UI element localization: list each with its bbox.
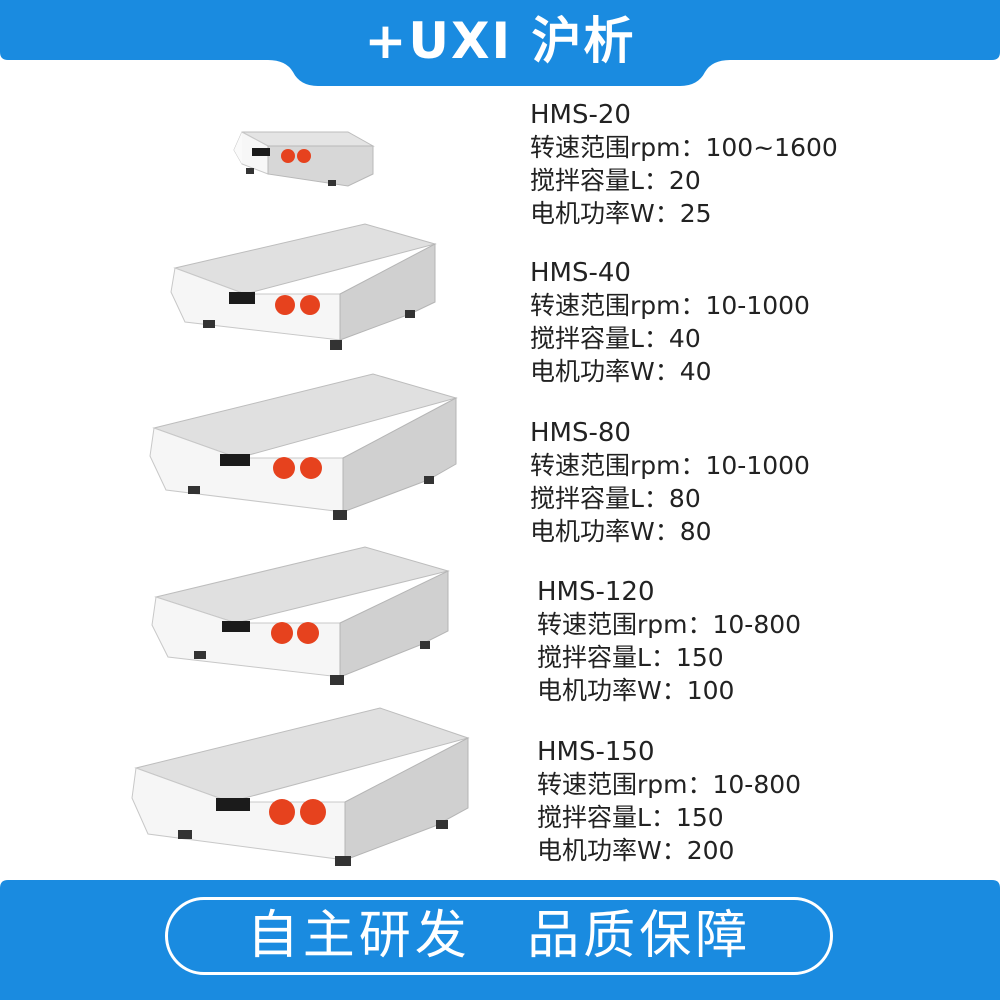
stirring-capacity: 搅拌容量L：150 — [537, 643, 724, 672]
spec-block-hms-80: HMS-80 转速范围rpm：10-1000 搅拌容量L：80 电机功率W：80 — [530, 418, 810, 548]
speed-range: 转速范围rpm：10-1000 — [530, 291, 810, 320]
model-name: HMS-80 — [530, 418, 631, 448]
stirring-capacity: 搅拌容量L：40 — [530, 324, 701, 353]
motor-power: 电机功率W：25 — [530, 199, 712, 228]
speed-range: 转速范围rpm：10-1000 — [530, 451, 810, 480]
footer-banner — [0, 880, 1000, 1000]
speed-range: 转速范围rpm：10-800 — [537, 610, 802, 639]
stirring-capacity: 搅拌容量L：80 — [530, 484, 701, 513]
footer-slogan: 自主研发 品质保障 — [165, 897, 833, 975]
slogan-self-developed: 自主研发 — [246, 906, 471, 966]
model-name: HMS-40 — [530, 258, 631, 288]
motor-power: 电机功率W：200 — [537, 836, 735, 865]
header-banner — [0, 0, 1000, 86]
brand-logo: +UXI 沪析 — [364, 12, 636, 70]
product-image-hms-20 — [233, 131, 375, 187]
product-image-hms-40 — [170, 223, 437, 350]
motor-power: 电机功率W：40 — [530, 357, 712, 386]
speed-range: 转速范围rpm：10-800 — [537, 770, 802, 799]
stirring-capacity: 搅拌容量L：150 — [537, 803, 724, 832]
motor-power: 电机功率W：80 — [530, 517, 712, 546]
model-name: HMS-20 — [530, 100, 631, 130]
footer-slogan-pill — [165, 897, 833, 975]
spec-block-hms-120: HMS-120 转速范围rpm：10-800 搅拌容量L：150 电机功率W：1… — [537, 577, 801, 707]
motor-power: 电机功率W：100 — [537, 676, 735, 705]
product-image-hms-150 — [131, 707, 470, 866]
spec-block-hms-150: HMS-150 转速范围rpm：10-800 搅拌容量L：150 电机功率W：2… — [537, 737, 801, 867]
slogan-quality-assured: 品质保障 — [527, 906, 752, 966]
speed-range: 转速范围rpm：100~1600 — [530, 133, 838, 162]
product-image-hms-80 — [149, 373, 458, 520]
model-name: HMS-120 — [537, 577, 655, 607]
model-name: HMS-150 — [537, 737, 655, 767]
spec-block-hms-40: HMS-40 转速范围rpm：10-1000 搅拌容量L：40 电机功率W：40 — [530, 258, 810, 388]
spec-block-hms-20: HMS-20 转速范围rpm：100~1600 搅拌容量L：20 电机功率W：2… — [530, 100, 838, 230]
product-image-hms-120 — [151, 546, 450, 685]
stirring-capacity: 搅拌容量L：20 — [530, 166, 701, 195]
